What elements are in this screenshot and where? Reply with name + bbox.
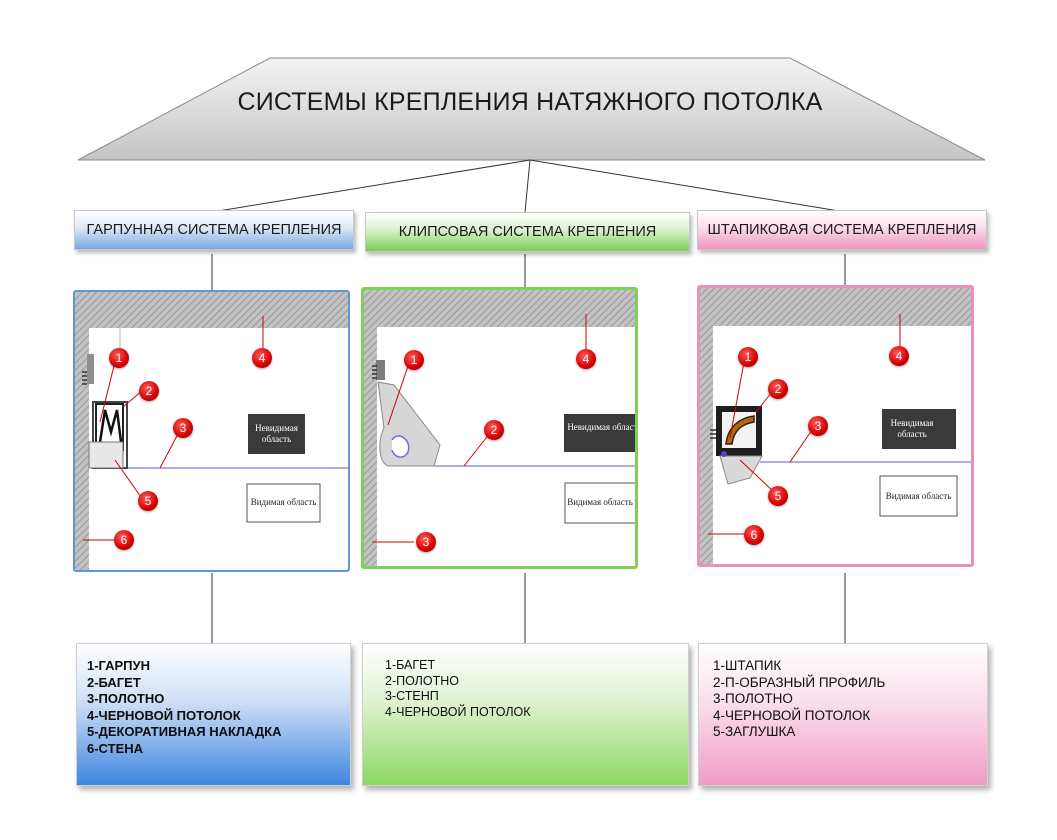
label-clip-system: КЛИПСОВАЯ СИСТЕМА КРЕПЛЕНИЯ	[365, 212, 690, 252]
rough-ceiling	[364, 290, 635, 327]
visible-area-box	[246, 483, 321, 523]
bead-profile	[710, 406, 763, 485]
hidden-area-box	[248, 414, 305, 454]
marker-badge: 1	[404, 350, 424, 370]
legend-harpoon: 1-ГАРПУН 2-БАГЕТ 3-ПОЛОТНО 4-ЧЕРНОВОЙ ПО…	[76, 643, 351, 786]
wall	[700, 326, 713, 564]
page-title: СИСТЕМЫ КРЕПЛЕНИЯ НАТЯЖНОГО ПОТОЛКА	[237, 87, 823, 116]
marker-badge: 6	[114, 530, 134, 550]
hidden-area-text: Невидимая область	[255, 423, 298, 444]
visible-area-text: Видимая область	[567, 497, 633, 507]
legend-item: 2-БАГЕТ	[87, 674, 141, 690]
diagram-clip: Невидимая область Видимая область 1 2 3 …	[361, 287, 638, 569]
marker-badge: 2	[484, 420, 504, 440]
clip-drawing	[364, 290, 635, 566]
marker-badge: 5	[768, 486, 788, 506]
wall	[364, 327, 377, 566]
hidden-area-text: Невидимая область	[890, 418, 934, 439]
visible-area-text: Видимая область	[885, 491, 952, 501]
label-bead-system: ШТАПИКОВАЯ СИСТЕМА КРЕПЛЕНИЯ	[697, 210, 987, 250]
marker-badge: 1	[109, 348, 129, 368]
legend-item: 3-ПОЛОТНО	[713, 691, 793, 706]
visible-area-box	[879, 475, 958, 517]
visible-area-text: Видимая область	[250, 497, 317, 507]
diagram-harpoon: Невидимая область Видимая область 1 2 3 …	[73, 290, 350, 572]
legend-item: 2-ПОЛОТНО	[385, 673, 459, 688]
wall	[75, 328, 89, 570]
legend-item: 4-ЧЕРНОВОЙ ПОТОЛОК	[87, 707, 241, 723]
legend-item: 4-ЧЕРНОВОЙ ПОТОЛОК	[713, 707, 871, 723]
rough-ceiling	[75, 292, 348, 328]
bead-drawing	[700, 288, 971, 564]
marker-badge: 6	[744, 525, 764, 545]
marker-badge: 5	[138, 491, 158, 511]
marker-badge: 3	[808, 416, 828, 436]
label-harpoon-system: ГАРПУННАЯ СИСТЕМА КРЕПЛЕНИЯ	[74, 210, 354, 250]
legend-item: 3-ПОЛОТНО	[87, 691, 165, 706]
diagram-bead: Невидимая область Видимая область 1 2 3 …	[697, 285, 974, 567]
marker-badge: 4	[252, 348, 272, 368]
legend-item: 1-ШТАПИК	[713, 658, 782, 673]
legend-item: 1-БАГЕТ	[385, 658, 436, 672]
legend-item: 5-ДЕКОРАТИВНАЯ НАКЛАДКА	[87, 724, 282, 739]
hidden-area-box	[882, 409, 956, 449]
clip-profile	[372, 360, 441, 467]
legend-clip: 1-БАГЕТ 2-ПОЛОТНО 3-СТЕНП 4-ЧЕРНОВОЙ ПОТ…	[362, 643, 689, 786]
legend-item: 6-СТЕНА	[87, 740, 144, 756]
visible-area-box	[564, 482, 635, 524]
legend-bead: 1-ШТАПИК 2-П-ОБРАЗНЫЙ ПРОФИЛЬ 3-ПОЛОТНО …	[698, 643, 988, 786]
marker-badge: 4	[889, 346, 909, 366]
marker-badge: 1	[738, 347, 758, 367]
legend-item: 5-ЗАГЛУШКА	[713, 724, 796, 739]
marker-badge: 2	[139, 381, 159, 401]
marker-badge: 4	[576, 349, 596, 369]
hidden-area-box	[564, 414, 635, 452]
title-shape	[77, 57, 986, 161]
legend-item: 1-ГАРПУН	[87, 658, 150, 673]
legend-item: 3-СТЕНП	[385, 689, 439, 703]
hidden-area-text: Невидимая область	[567, 422, 638, 432]
marker-badge: 2	[768, 379, 788, 399]
legend-item: 2-П-ОБРАЗНЫЙ ПРОФИЛЬ	[713, 674, 886, 690]
rough-ceiling	[700, 288, 971, 326]
baguette-profile	[82, 354, 128, 469]
legend-item: 4-ЧЕРНОВОЙ ПОТОЛОК	[385, 704, 531, 719]
harpoon-drawing	[75, 292, 348, 570]
marker-badge: 3	[173, 418, 193, 438]
marker-badge: 3	[416, 532, 436, 552]
